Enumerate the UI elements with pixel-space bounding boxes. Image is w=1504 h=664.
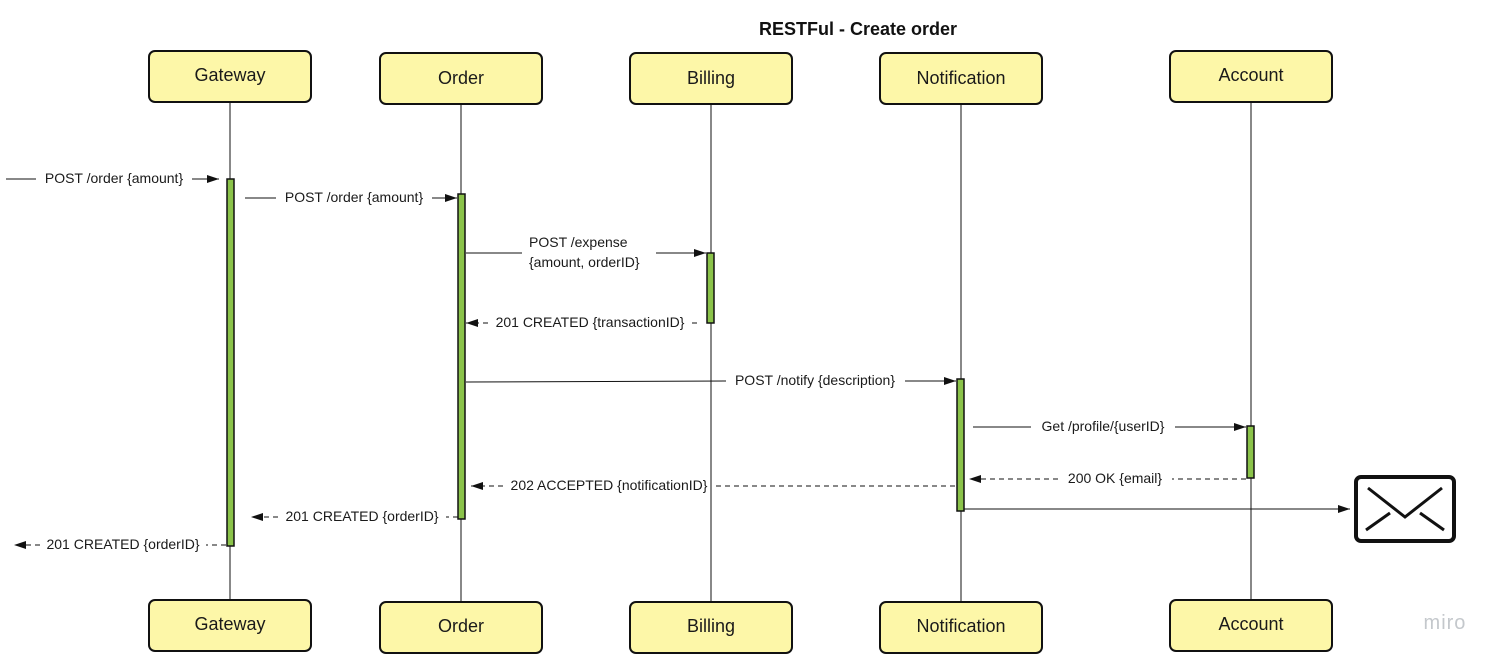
actor-label: Order — [438, 616, 484, 636]
lifelines — [229, 103, 1252, 602]
actor-box — [379, 601, 543, 654]
actor-gateway-bottom: Gateway — [148, 599, 312, 652]
actor-order-bottom: Order — [379, 601, 543, 654]
actors-bottom: Gateway Order Billing Notification Accou… — [148, 599, 1333, 654]
actors-top: Gateway Order Billing Notification Accou… — [148, 50, 1333, 105]
actor-box — [879, 601, 1043, 654]
actor-label: Notification — [916, 616, 1005, 636]
actor-label: Gateway — [194, 65, 265, 85]
actor-order-top: Order — [379, 52, 543, 105]
message-label: Get /profile/{userID} — [1042, 418, 1165, 434]
message-label: {amount, orderID} — [529, 254, 640, 270]
message-label: 200 OK {email} — [1068, 470, 1162, 486]
actor-billing-top: Billing — [629, 52, 793, 105]
actor-account-bottom: Account — [1169, 599, 1333, 652]
actor-label: Gateway — [194, 614, 265, 634]
message-label: 201 CREATED {transactionID} — [496, 314, 685, 330]
message-labels: POST /order {amount} POST /order {amount… — [45, 170, 1165, 552]
activation-billing — [706, 252, 715, 324]
activation-gateway — [226, 178, 235, 547]
actor-billing-bottom: Billing — [629, 601, 793, 654]
actor-box — [379, 52, 543, 105]
actor-notification-bottom: Notification — [879, 601, 1043, 654]
actor-account-top: Account — [1169, 50, 1333, 103]
message-line — [465, 380, 727, 383]
actor-label: Billing — [687, 68, 735, 88]
actor-label: Billing — [687, 616, 735, 636]
envelope-icon — [1354, 475, 1456, 543]
activation-order — [457, 193, 466, 520]
actor-label: Account — [1218, 65, 1283, 85]
message-label: 201 CREATED {orderID} — [285, 508, 438, 524]
actor-gateway-top: Gateway — [148, 50, 312, 103]
actor-label: Account — [1218, 614, 1283, 634]
actor-box — [148, 50, 312, 103]
activation-notification — [956, 378, 965, 512]
actor-label: Order — [438, 68, 484, 88]
actor-box — [1169, 50, 1333, 103]
message-label: POST /notify {description} — [735, 372, 895, 388]
diagram-title: RESTFul - Create order — [759, 19, 957, 39]
message-label: 202 ACCEPTED {notificationID} — [511, 477, 708, 493]
message-label: POST /expense — [529, 234, 628, 250]
actor-box — [1169, 599, 1333, 652]
activation-account — [1246, 425, 1255, 479]
actor-notification-top: Notification — [879, 52, 1043, 105]
actor-box — [148, 599, 312, 652]
actor-label: Notification — [916, 68, 1005, 88]
miro-watermark: miro — [1424, 612, 1467, 634]
actor-box — [629, 601, 793, 654]
message-label: 201 CREATED {orderID} — [46, 536, 199, 552]
activation-bars — [226, 178, 1255, 547]
message-label: POST /order {amount} — [285, 189, 424, 205]
message-label: POST /order {amount} — [45, 170, 184, 186]
actor-box — [629, 52, 793, 105]
actor-box — [879, 52, 1043, 105]
messages — [6, 175, 1350, 549]
